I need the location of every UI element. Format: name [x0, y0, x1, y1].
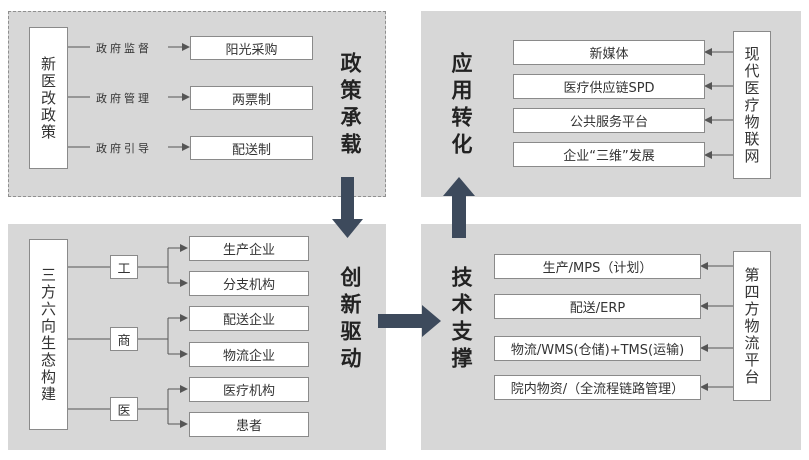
application-item-spd: 医疗供应链SPD [513, 74, 705, 99]
innovation-item-distributor: 配送企业 [189, 306, 309, 331]
policy-label-supervision: 政府监督 [96, 42, 152, 55]
technology-item-mps: 生产/MPS（计划） [494, 254, 701, 279]
innovation-group-medical: 医 [110, 397, 138, 421]
innovation-group-industry: 工 [110, 255, 138, 279]
policy-target-two-invoice: 两票制 [190, 86, 313, 110]
application-item-new-media: 新媒体 [513, 40, 705, 65]
technology-item-wms-tms: 物流/WMS(仓储)+TMS(运输) [494, 336, 701, 361]
policy-target-distribution: 配送制 [190, 136, 313, 160]
policy-title: 政策承载 [338, 52, 362, 160]
application-item-enterprise: 企业“三维”发展 [513, 142, 705, 167]
technology-root-box: 第四方物流平台 [733, 251, 771, 401]
application-item-public-service: 公共服务平台 [513, 108, 705, 133]
technology-item-in-hospital: 院内物资/（全流程链路管理） [494, 375, 701, 400]
innovation-root-box: 三方六向生态构建 [29, 239, 68, 430]
innovation-item-logistics: 物流企业 [189, 342, 309, 367]
innovation-item-patient: 患者 [189, 412, 309, 437]
technology-title: 技术支撑 [449, 266, 473, 374]
application-title: 应用转化 [449, 52, 473, 160]
innovation-item-manufacturer: 生产企业 [189, 236, 309, 261]
policy-label-management: 政府管理 [96, 92, 152, 105]
innovation-item-branch: 分支机构 [189, 271, 309, 296]
innovation-group-commerce: 商 [110, 327, 138, 351]
policy-root-box: 新医改政策 [29, 27, 68, 169]
application-root-box: 现代医疗物联网 [733, 31, 771, 179]
innovation-title: 创新驱动 [338, 266, 362, 374]
innovation-item-hospital: 医疗机构 [189, 377, 309, 402]
policy-label-guidance: 政府引导 [96, 142, 152, 155]
policy-target-sunshine-procurement: 阳光采购 [190, 36, 313, 60]
technology-item-erp: 配送/ERP [494, 294, 701, 319]
